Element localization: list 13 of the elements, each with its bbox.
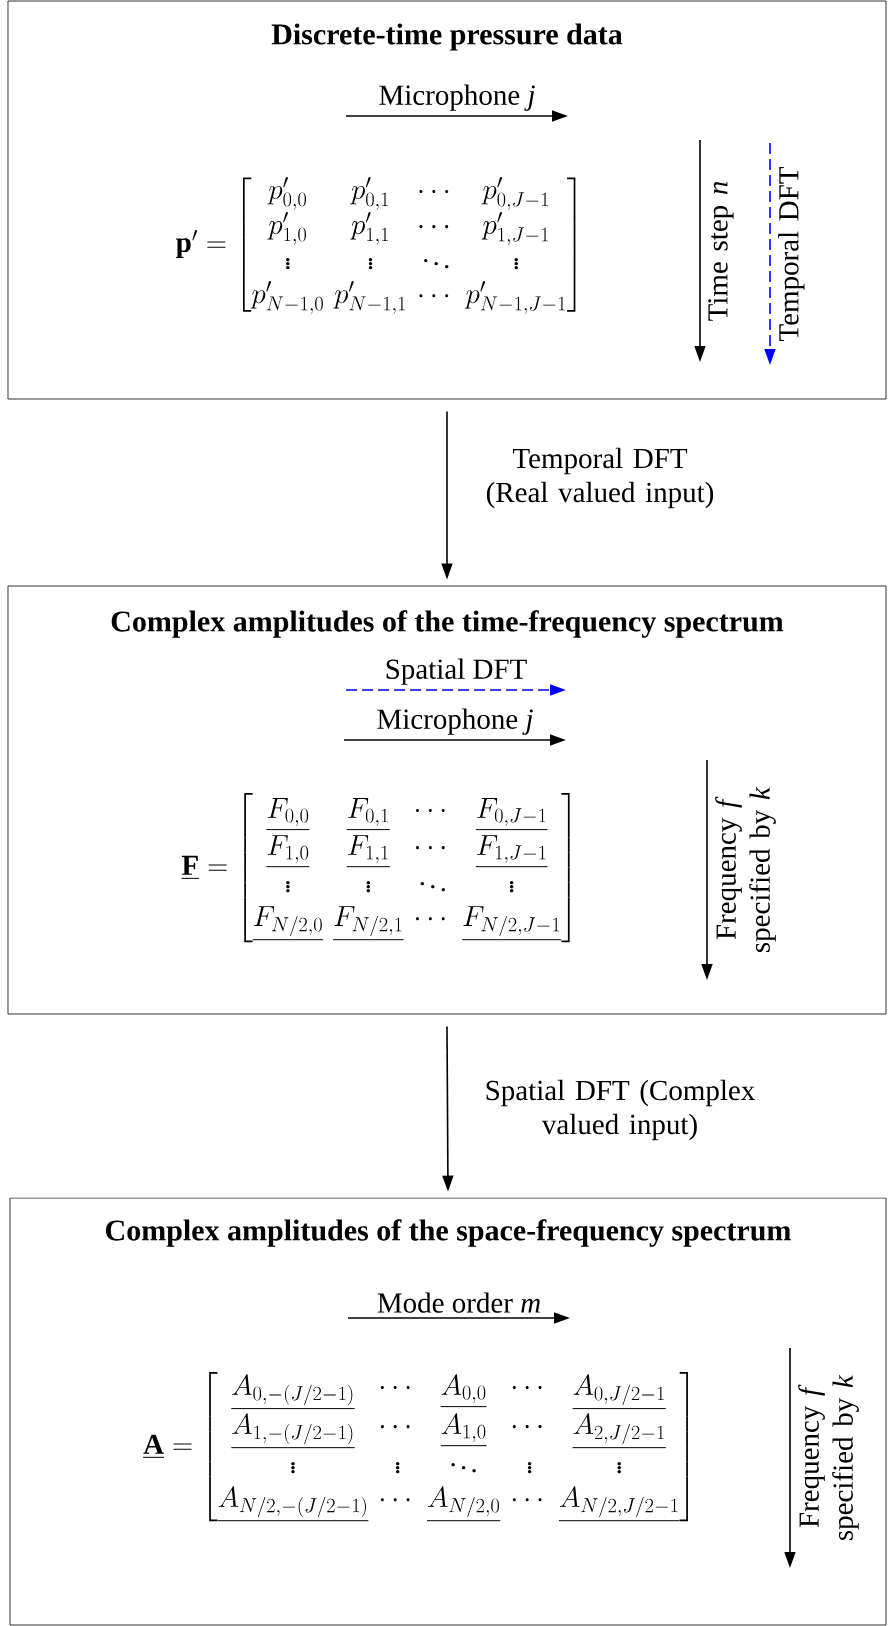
arrow-label: Microphone j [377, 708, 533, 735]
edge-label: Temporal DFT (Real valued input) [486, 447, 714, 509]
edge-label: Spatial DFT (Complex valued input) [486, 1079, 755, 1141]
arrow-label: Frequency f specified by k [798, 1374, 859, 1540]
arrow-label: Frequency f specified by k [715, 786, 776, 952]
arrow-label: Time step n [708, 181, 734, 321]
arrow-label: Spatial DFT [386, 658, 527, 685]
matrix-formula: $\underline{\mathbf{F}} = \begin{bmatrix} \underline{F_{0,0}} & \underline{F_{0,1}} & \cdots & \underline{F_{0,J-1}} \\ \underline{F_{1,0}} & \underline{F_{1,1}} & \cdots & \underline{F_{1,J-1}} \\ \vdots & \vdots & \ddots & \vdots \\ \underline{F_{N/2,0}} & \underline{F_{N/2,1}} & \cdots & \underline{F_{N/2,J-1}} \end{bmatrix}$ [181, 793, 570, 943]
arrow-label: Mode order m [377, 1292, 540, 1313]
arrow-label: Microphone j [379, 84, 535, 111]
matrix-formula: $\mathbf{p}' = \begin{bmatrix} p'_{0,0} & p'_{0,1} & \cdots & p'_{0,J-1} \\ p'_{1,0} & p'_{1,1} & \cdots & p'_{1,J-1} \\ \vdots & \vdots & \ddots & \vdots \\ p'_{N-1,0} & p'_{N-1,1} & \cdots & p'_{N-1,J-1} \end{bmatrix}$ [176, 176, 576, 315]
matrix-formula: $\underline{\mathbf{A}} = \begin{bmatrix} \underline{A_{0,-(J/2-1)}} & \cdots & \underline{A_{0,0}} & \cdots & \underline{A_{0,J/2-1}} \\ \underline{A_{1,-(J/2-1)}} & \cdots & \underline{A_{1,0}} & \cdots & \underline{A_{2,J/2-1}} \\ \vdots & \vdots & \ddots & \vdots & \vdots \\ \underline{A_{N/2,-(J/2-1)}} & \cdots & \underline{A_{N/2,0}} & \cdots & \underline{A_{N/2,J/2-1}} \end{bmatrix}$ [143, 1372, 688, 1522]
arrow-label: Temporal DFT [778, 166, 805, 342]
